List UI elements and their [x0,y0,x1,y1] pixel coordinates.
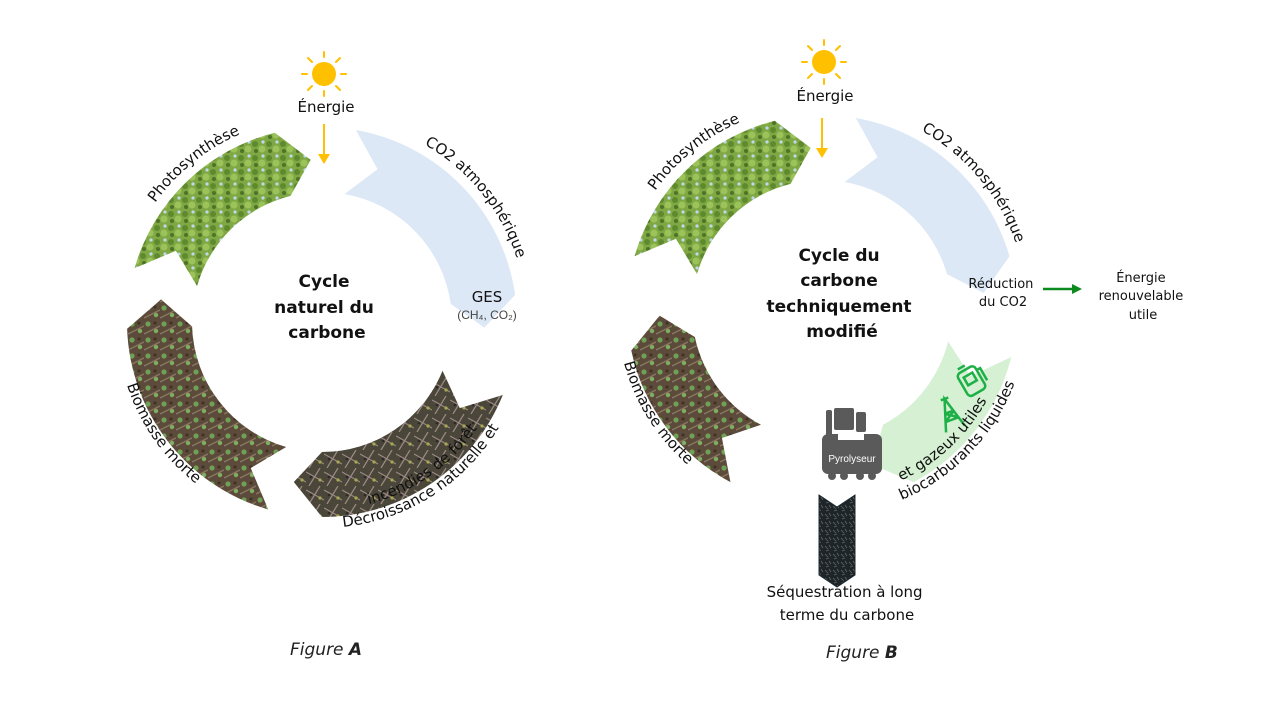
biofuels-segment [872,341,1012,483]
figure-caption-a: Figure A [290,640,362,660]
sun-icon [801,39,847,85]
figure-b [631,117,1012,483]
sequestration-label: Séquestration à long terme du carbone [767,583,928,624]
decomposition-segment [293,370,503,517]
photosynthesis-segment [634,120,811,275]
renewable-arrow-icon [1043,284,1082,294]
gas-derrick-icon [940,395,966,433]
energy-label: Énergie [297,97,354,116]
renewable-energy-label: Énergie renouvelable utile [1099,270,1188,323]
dead-biomass-segment [127,299,287,510]
pyrolyzer-icon [822,408,882,480]
biochar-sequestration-icon [818,494,856,588]
dead-biomass-segment [631,315,761,483]
energy-arrow-icon [816,118,828,158]
co2-reduction-label: Réduction du CO2 [968,277,1037,310]
ges-formula: (CH₄, CO₂) [457,308,517,322]
figure-caption-b: Figure B [826,643,898,663]
ges-label: GES [472,288,503,306]
atmospheric-co2-segment [844,117,1010,294]
figure-a [127,129,516,517]
energy-label: Énergie [796,86,853,105]
atmospheric-co2-segment [344,129,516,328]
photosynthesis-segment [134,132,311,287]
energy-arrow-icon [318,124,330,164]
cycle-title: Cycle naturel du carbone [274,272,380,343]
sun-icon [301,51,347,97]
pyrolyzer-label: Pyrolyseur [828,454,876,465]
gas-pump-icon [956,364,989,398]
cycle-title: Cycle du carbone techniquement modifié [767,246,918,342]
